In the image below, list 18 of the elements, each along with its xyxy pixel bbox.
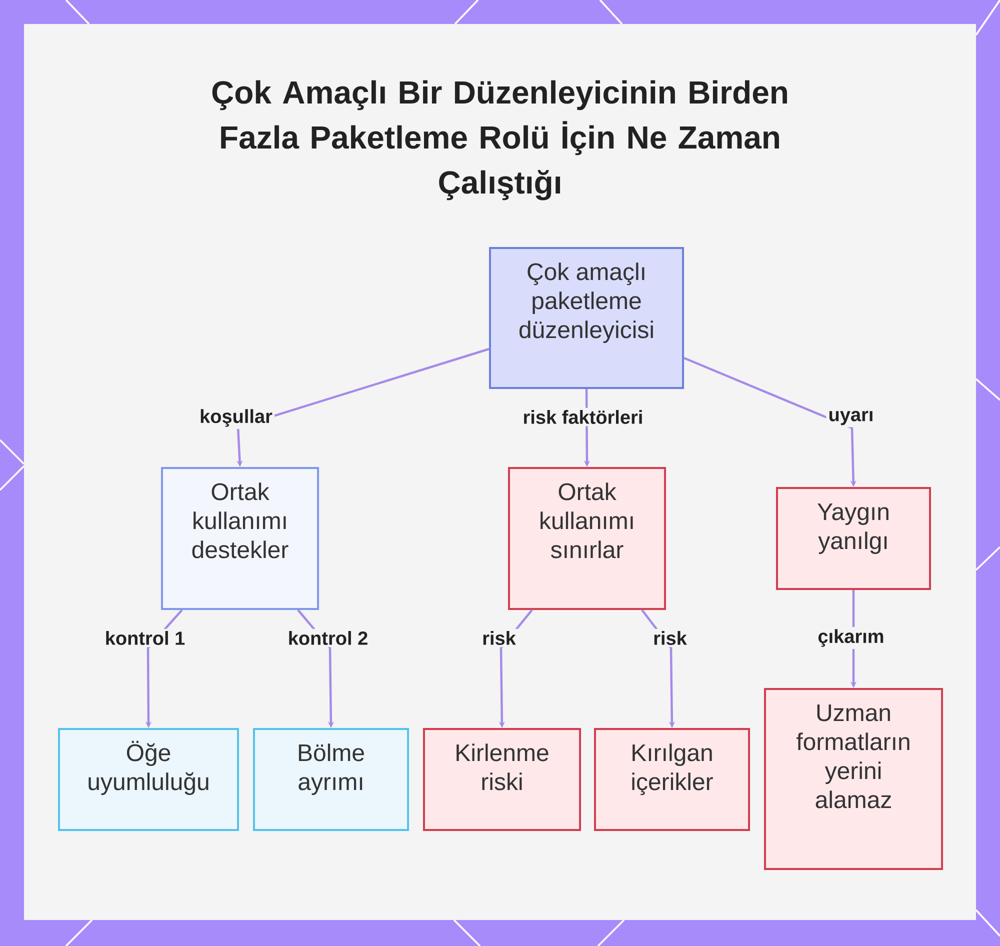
process-box: Yaygın yanılgı (776, 487, 932, 590)
edge-label: koşullar (197, 407, 275, 429)
process-box: Bölme ayrımı (253, 728, 410, 831)
process-box: Uzman formatların yerini alamaz (764, 688, 944, 870)
process-box: Öğe uyumluluğu (58, 728, 240, 831)
process-box: Ortak kullanımı destekler (161, 467, 320, 610)
title: Çok Amaçlı Bir Düzenleyicinin Birden Fazla Paketleme Rolü İçin Ne Zaman Çalıştığı (212, 80, 787, 200)
edge-label: uyarı (826, 408, 876, 428)
edge-label: risk (650, 628, 690, 648)
edge-label: çıkarım (816, 627, 886, 649)
edge-label: kontrol 1 (102, 628, 188, 648)
edge-label: risk faktörleri (520, 408, 646, 426)
process-box: Kırılgan içerikler (594, 728, 750, 831)
process-box: Ortak kullanımı sınırlar (508, 467, 666, 610)
process-box: Kirlenme riski (423, 728, 582, 831)
edge-label: kontrol 2 (286, 628, 370, 648)
edge-label: risk (480, 628, 518, 648)
process-box: Çok amaçlı paketleme düzenleyicisi (489, 247, 684, 389)
